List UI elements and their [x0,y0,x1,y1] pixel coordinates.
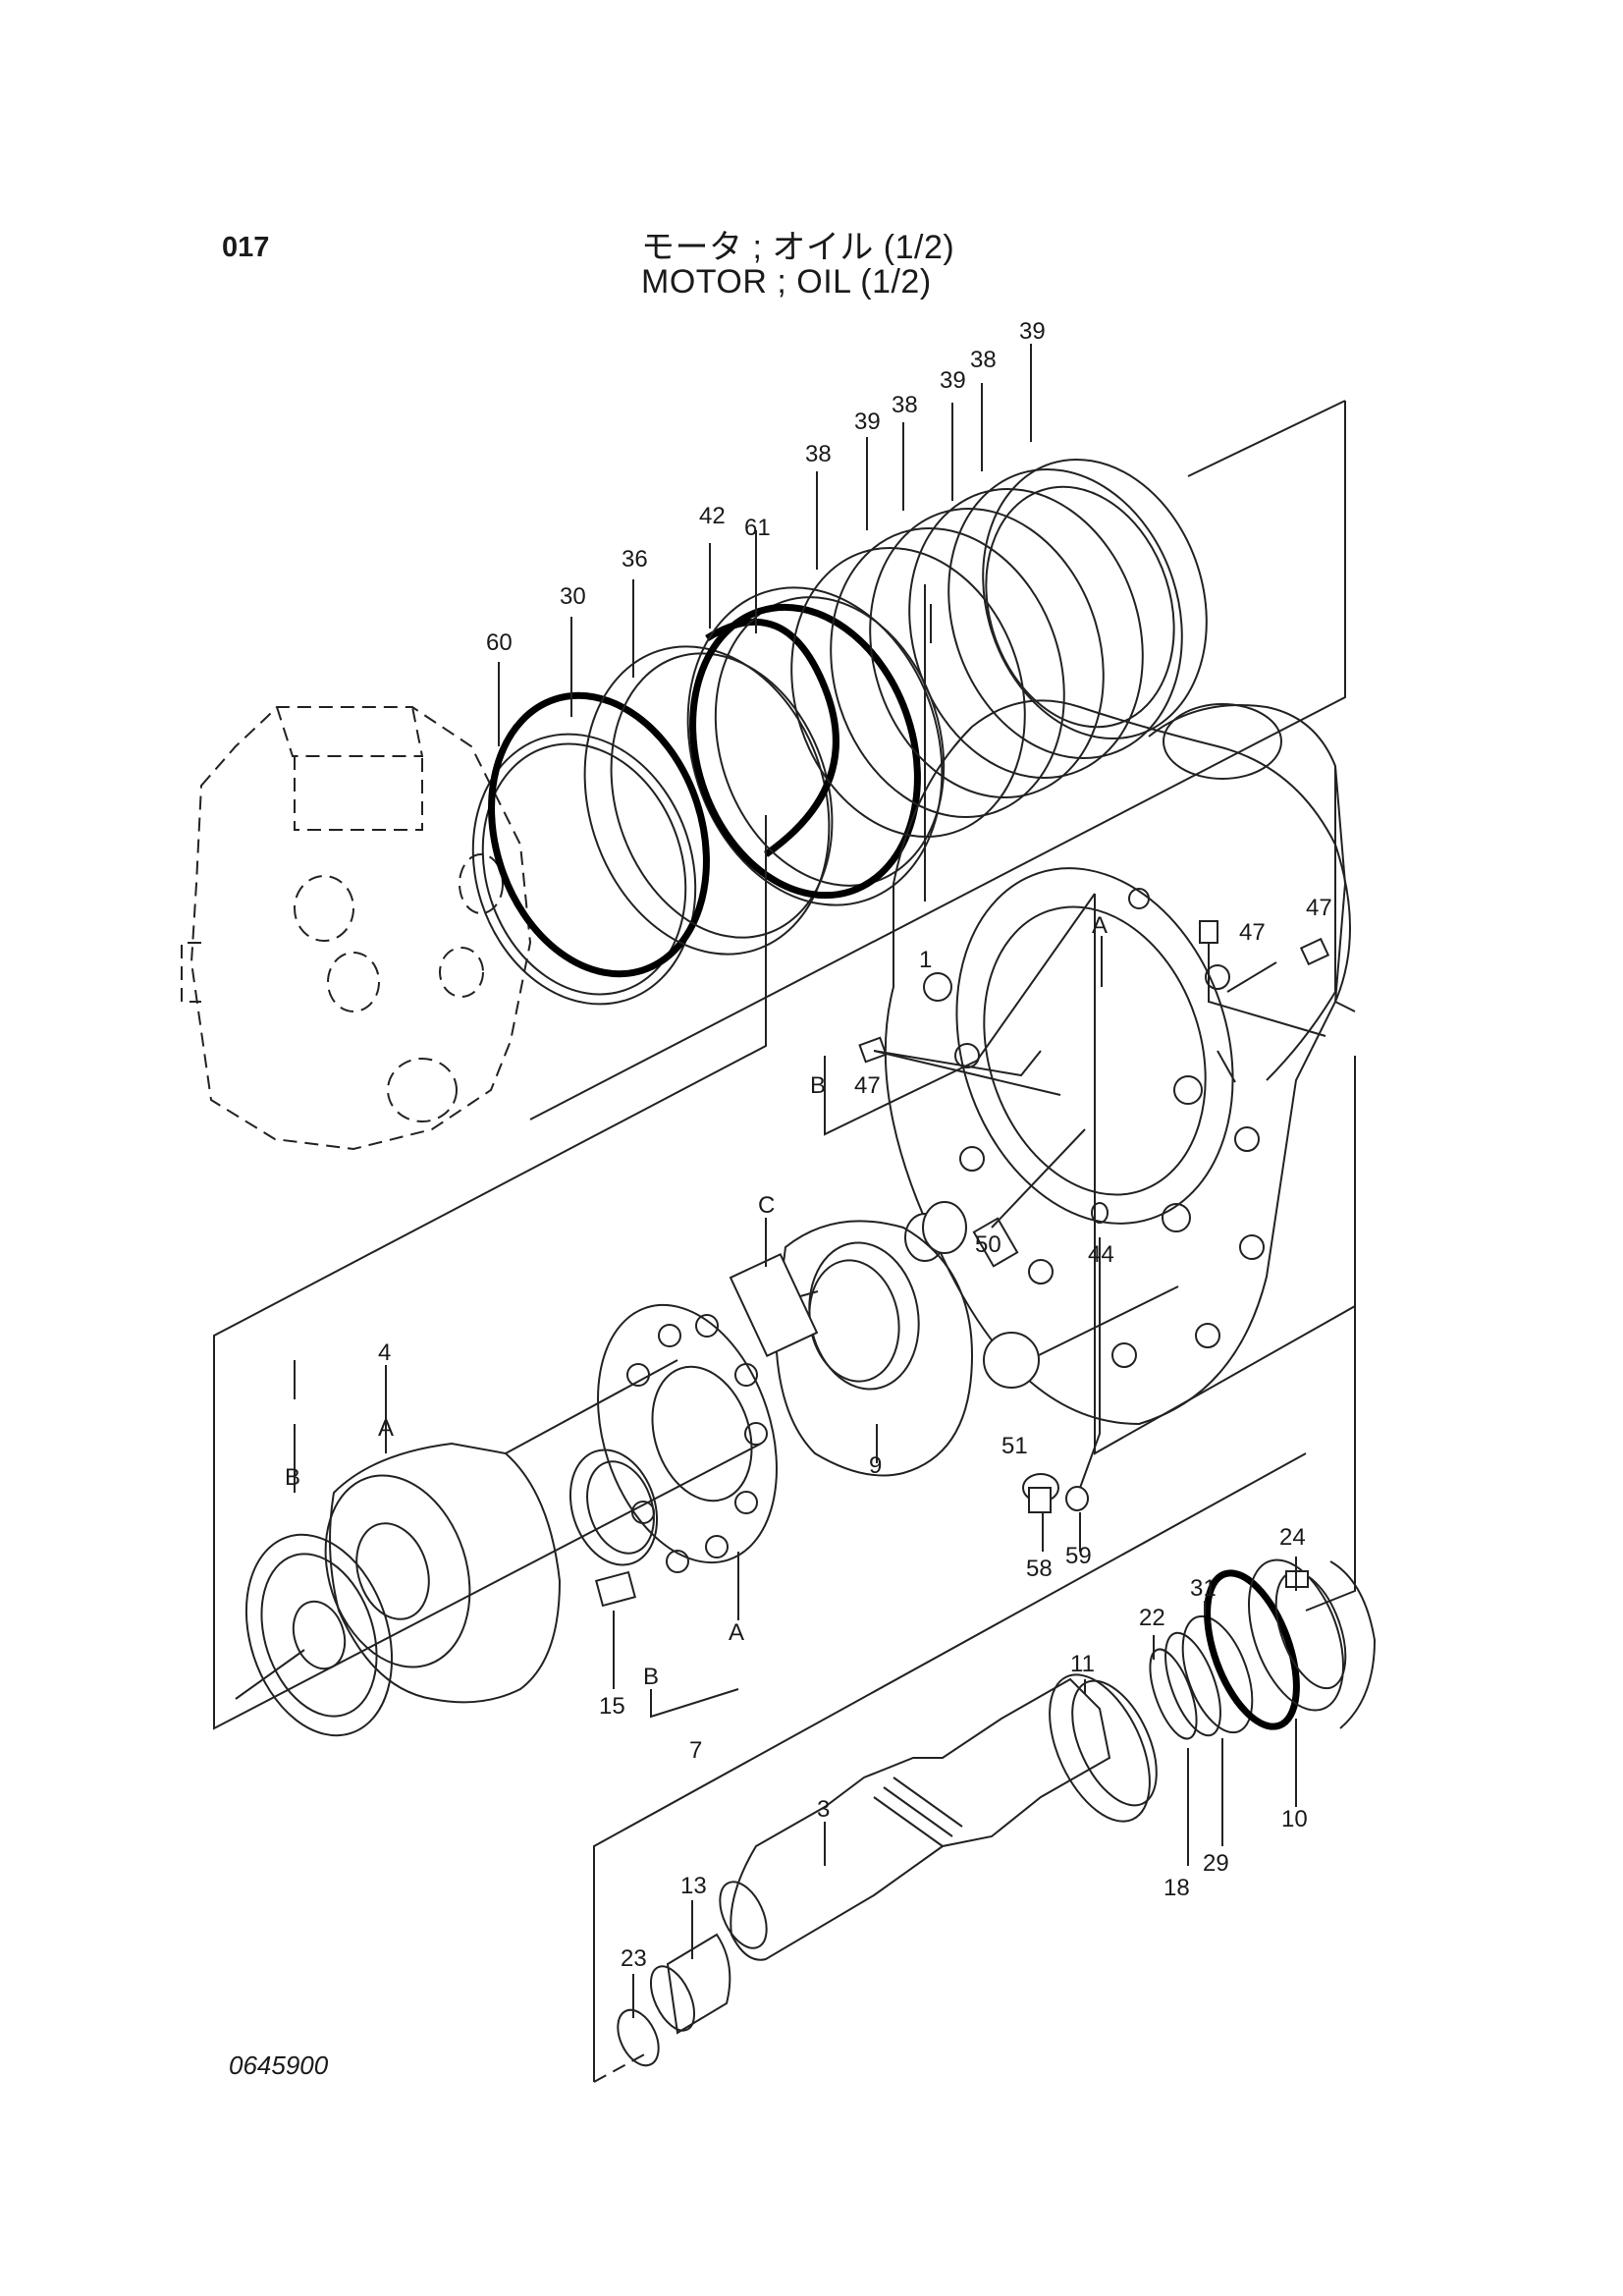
leader-lines [294,344,1297,2018]
plate-38 [790,546,1026,839]
callout-47-b: 47 [1306,895,1332,921]
callout-30: 30 [560,583,586,610]
callout-b-3: B [643,1664,659,1690]
callout-38-c: 38 [970,347,997,373]
callout-59: 59 [1065,1543,1092,1569]
cover-10 [1247,1558,1345,1712]
callouts: 60 30 36 42 61 38 39 38 39 38 39 47 47 4… [285,318,1332,1972]
callout-a-3: A [729,1619,744,1646]
page-number: 017 [222,232,270,263]
spring-15 [594,1570,637,1608]
ring-42 [705,618,839,857]
ring-22 [1149,1648,1198,1740]
shaft-group [593,1306,1377,2083]
callout-39-c: 39 [1019,318,1046,345]
snap-ring-24 [1329,1560,1377,1729]
swash-plate [597,1303,778,1564]
shaft-3 [730,1677,1111,1961]
callout-61: 61 [744,515,771,541]
o-ring-59 [1065,1486,1089,1511]
callout-22: 22 [1139,1605,1165,1631]
shoe-plate [244,1533,394,1737]
callout-b-1: B [810,1072,826,1099]
callout-c: C [758,1192,775,1219]
callout-11: 11 [1070,1651,1095,1677]
callout-60: 60 [486,629,513,656]
callout-a-1: A [1092,912,1108,939]
callout-29: 29 [1203,1850,1229,1877]
title-english: MOTOR ; OIL (1/2) [641,263,932,301]
snap-ring-23 [617,2008,660,2067]
callout-a-2: A [378,1415,394,1442]
pin-50 [972,1217,1019,1268]
callout-31: 31 [1190,1575,1217,1602]
ring-18 [1164,1631,1221,1737]
callout-10: 10 [1281,1806,1308,1832]
callout-1: 1 [919,947,932,973]
valve-housing-outline [181,706,532,1151]
callout-4: 4 [378,1339,391,1366]
callout-24: 24 [1279,1524,1306,1551]
callout-36: 36 [622,546,648,573]
callout-18: 18 [1163,1875,1190,1901]
plug-47-left [858,1036,888,1064]
callout-b-2: B [285,1464,300,1491]
plug-47-top [1199,920,1218,944]
callout-58: 58 [1026,1556,1053,1582]
o-ring-31 [1204,1569,1300,1730]
motor-casing-1 [824,699,1356,1513]
callout-51: 51 [1001,1433,1028,1459]
callout-9: 9 [869,1452,882,1479]
ring-30 [488,691,710,978]
callout-38-b: 38 [892,392,918,418]
drawing-number: 0645900 [229,2050,329,2080]
callout-39-b: 39 [940,367,966,394]
callout-38-a: 38 [805,441,832,467]
callout-23: 23 [621,1945,647,1972]
piston-61 [686,586,944,906]
callout-44: 44 [1088,1241,1114,1268]
callout-15: 15 [599,1693,625,1720]
callout-50: 50 [975,1231,1001,1258]
callout-13: 13 [680,1873,707,1899]
plate-39 [830,526,1065,819]
callout-47-c: 47 [854,1072,881,1099]
seal-29 [1181,1614,1254,1734]
ring-60 [471,733,697,1006]
callout-3: 3 [817,1796,830,1823]
bushing-13 [666,1933,731,2035]
callout-39-a: 39 [854,409,881,435]
valve-plate-group [213,815,974,1737]
ball-51 [983,1332,1040,1389]
callout-47-a: 47 [1239,919,1266,946]
callout-7: 7 [689,1737,702,1764]
callout-42: 42 [699,503,726,529]
plug-47-right [1299,937,1330,966]
upper-seal-ring-group [181,400,1346,1151]
valve-plate-9 [774,1220,974,1477]
ring-36 [583,645,831,956]
pin-c [729,1252,819,1358]
o-ring-44 [1091,1202,1109,1224]
title-japanese: モータ ; オイル (1/2) [641,229,955,266]
bearing-11 [1049,1673,1151,1823]
